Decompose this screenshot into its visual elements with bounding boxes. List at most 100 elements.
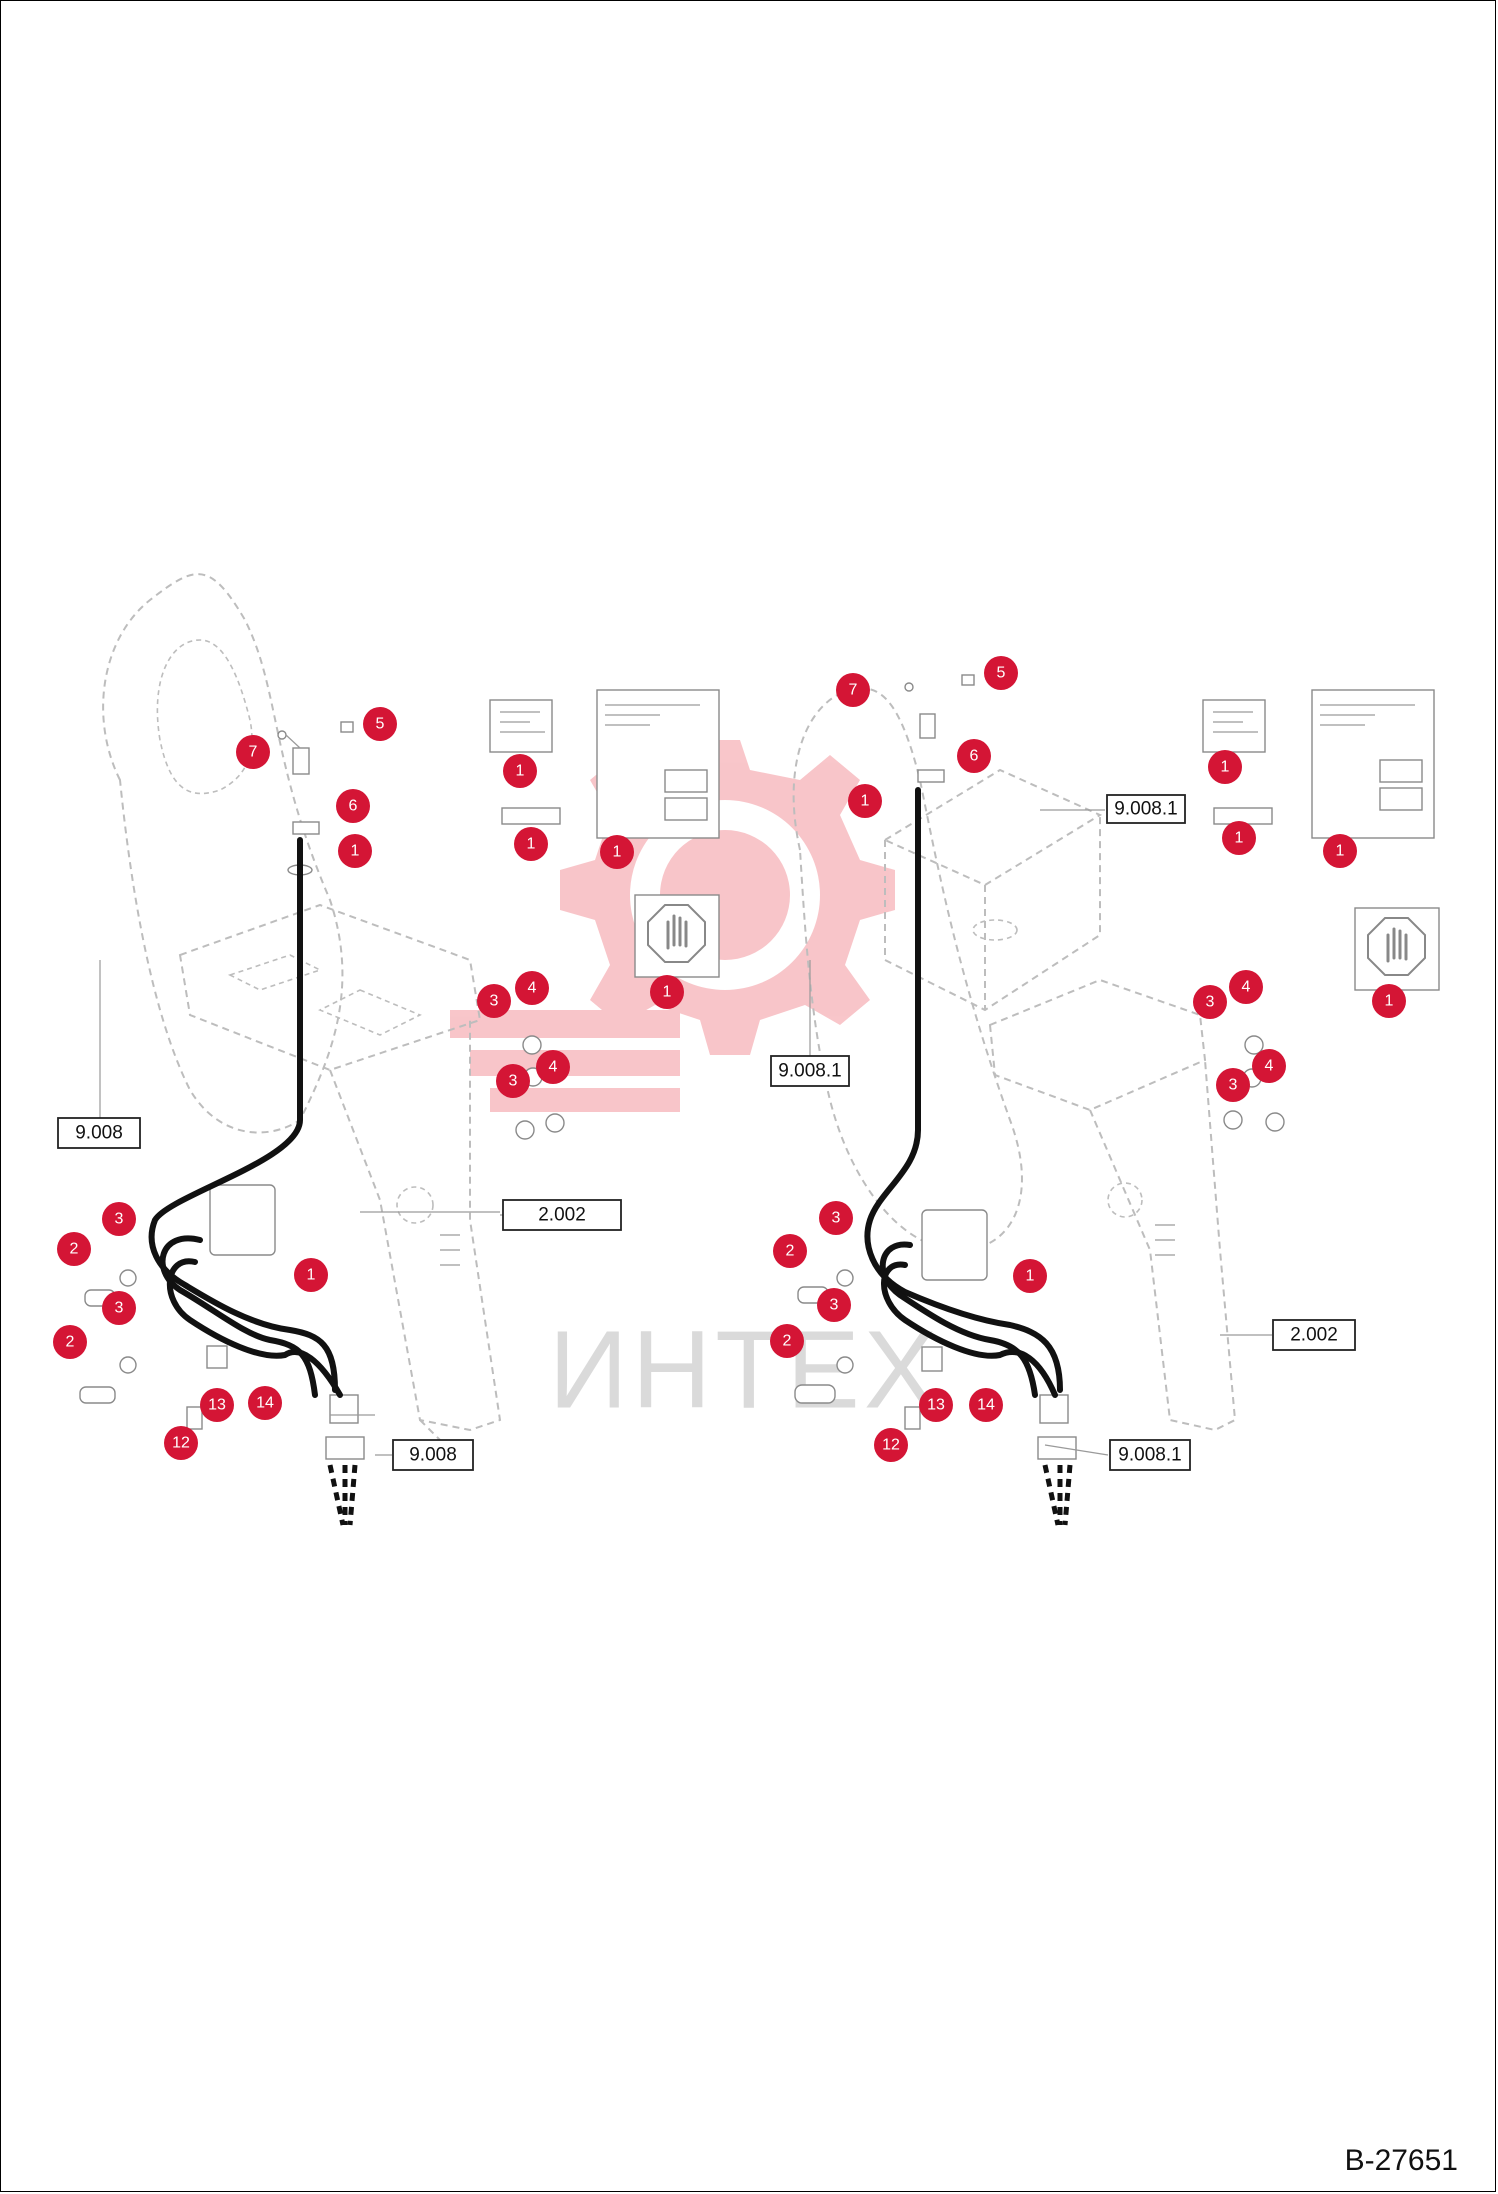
callout-4: 4 <box>515 971 549 1005</box>
right-console-outline <box>988 978 1207 1112</box>
svg-text:1: 1 <box>1026 1268 1035 1285</box>
left-decal-strip <box>501 807 561 825</box>
svg-text:1: 1 <box>351 843 360 860</box>
right-view: 9.008.1 9.008.1 2.002 9.008.1 7 5 6 1 1 … <box>770 656 1440 1526</box>
callout-1: 1 <box>600 835 634 869</box>
callout-3: 3 <box>102 1291 136 1325</box>
left-clip <box>206 1345 228 1369</box>
left-switch <box>292 821 320 835</box>
left-callouts: 7 5 6 1 1 1 1 1 3 4 3 4 3 2 3 2 1 13 14 … <box>53 707 684 1460</box>
right-ref-panel: 9.008.1 <box>1106 794 1186 824</box>
callout-1: 1 <box>1222 821 1256 855</box>
svg-text:1: 1 <box>1336 843 1345 860</box>
callout-7: 7 <box>236 735 270 769</box>
callout-1: 1 <box>1323 834 1357 868</box>
svg-text:3: 3 <box>115 1211 124 1228</box>
callout-14: 14 <box>248 1386 282 1420</box>
svg-text:3: 3 <box>1206 994 1215 1011</box>
callout-1: 1 <box>338 834 372 868</box>
svg-text:1: 1 <box>663 984 672 1001</box>
svg-text:9.008: 9.008 <box>409 1445 457 1466</box>
right-ref-seat: 9.008.1 <box>770 1055 850 1087</box>
callout-12: 12 <box>874 1428 908 1462</box>
svg-text:5: 5 <box>997 665 1006 682</box>
svg-text:2: 2 <box>786 1243 795 1260</box>
svg-text:1: 1 <box>861 793 870 810</box>
callout-3: 3 <box>496 1064 530 1098</box>
svg-text:3: 3 <box>115 1300 124 1317</box>
callout-1: 1 <box>294 1258 328 1292</box>
svg-text:7: 7 <box>849 682 858 699</box>
callout-3: 3 <box>477 984 511 1018</box>
document-number: B-27651 <box>1344 2144 1458 2177</box>
callout-2: 2 <box>773 1234 807 1268</box>
svg-text:9.008.1: 9.008.1 <box>778 1061 841 1082</box>
callout-2: 2 <box>53 1325 87 1359</box>
right-harness-cable <box>864 787 1063 1393</box>
svg-text:4: 4 <box>528 980 537 997</box>
svg-text:1: 1 <box>1385 993 1394 1010</box>
right-decal-small <box>1202 699 1266 753</box>
svg-text:1: 1 <box>613 844 622 861</box>
callout-1: 1 <box>1013 1259 1047 1293</box>
svg-text:13: 13 <box>927 1397 945 1414</box>
right-relay-box <box>921 1209 988 1281</box>
callout-6: 6 <box>336 789 370 823</box>
svg-text:4: 4 <box>549 1059 558 1076</box>
svg-text:6: 6 <box>970 748 979 765</box>
callout-1: 1 <box>848 784 882 818</box>
callout-1: 1 <box>514 827 548 861</box>
left-seat-outline <box>102 573 344 1134</box>
callout-3: 3 <box>1216 1068 1250 1102</box>
callout-12: 12 <box>164 1426 198 1460</box>
stop-hand-icon <box>1367 917 1426 976</box>
callout-5: 5 <box>363 707 397 741</box>
right-callouts: 7 5 6 1 1 1 1 1 3 4 3 4 3 2 3 2 1 13 14 … <box>770 656 1406 1462</box>
right-clip <box>921 1346 943 1372</box>
left-view: 9.008 2.002 9.008 7 5 6 1 1 1 1 1 3 4 3 … <box>53 573 720 1526</box>
callout-7: 7 <box>836 673 870 707</box>
svg-text:2.002: 2.002 <box>538 1205 586 1226</box>
left-harness-cable <box>148 837 338 1393</box>
callout-3: 3 <box>1193 985 1227 1019</box>
svg-text:13: 13 <box>208 1397 226 1414</box>
svg-text:12: 12 <box>882 1437 900 1454</box>
left-ref-console: 2.002 <box>502 1199 622 1231</box>
left-console-outline <box>178 903 482 1072</box>
svg-text:3: 3 <box>490 993 499 1010</box>
svg-text:2.002: 2.002 <box>1290 1325 1338 1346</box>
svg-text:2: 2 <box>70 1241 79 1258</box>
svg-text:6: 6 <box>349 798 358 815</box>
callout-3: 3 <box>102 1202 136 1236</box>
right-connector <box>1039 1394 1069 1424</box>
svg-text:3: 3 <box>1229 1077 1238 1094</box>
svg-text:9.008.1: 9.008.1 <box>1118 1445 1181 1466</box>
svg-text:4: 4 <box>1265 1058 1274 1075</box>
callout-3: 3 <box>819 1201 853 1235</box>
left-decal-small <box>489 699 553 753</box>
callout-1: 1 <box>650 975 684 1009</box>
left-connector <box>329 1394 359 1424</box>
callout-14: 14 <box>969 1388 1003 1422</box>
svg-text:1: 1 <box>1221 759 1230 776</box>
svg-text:2: 2 <box>783 1333 792 1350</box>
svg-text:1: 1 <box>1235 830 1244 847</box>
callout-4: 4 <box>536 1050 570 1084</box>
callout-2: 2 <box>57 1232 91 1266</box>
svg-text:1: 1 <box>527 836 536 853</box>
callout-1: 1 <box>503 754 537 788</box>
watermark-text: ИНТЕХ <box>549 1309 941 1432</box>
svg-text:3: 3 <box>830 1297 839 1314</box>
right-switch <box>917 769 945 783</box>
callout-6: 6 <box>957 739 991 773</box>
callout-3: 3 <box>817 1288 851 1322</box>
callout-4: 4 <box>1252 1049 1286 1083</box>
callout-4: 4 <box>1229 970 1263 1004</box>
svg-text:12: 12 <box>172 1435 190 1452</box>
callout-13: 13 <box>919 1388 953 1422</box>
svg-text:2: 2 <box>66 1334 75 1351</box>
left-relay-box <box>209 1184 276 1256</box>
callout-13: 13 <box>200 1388 234 1422</box>
